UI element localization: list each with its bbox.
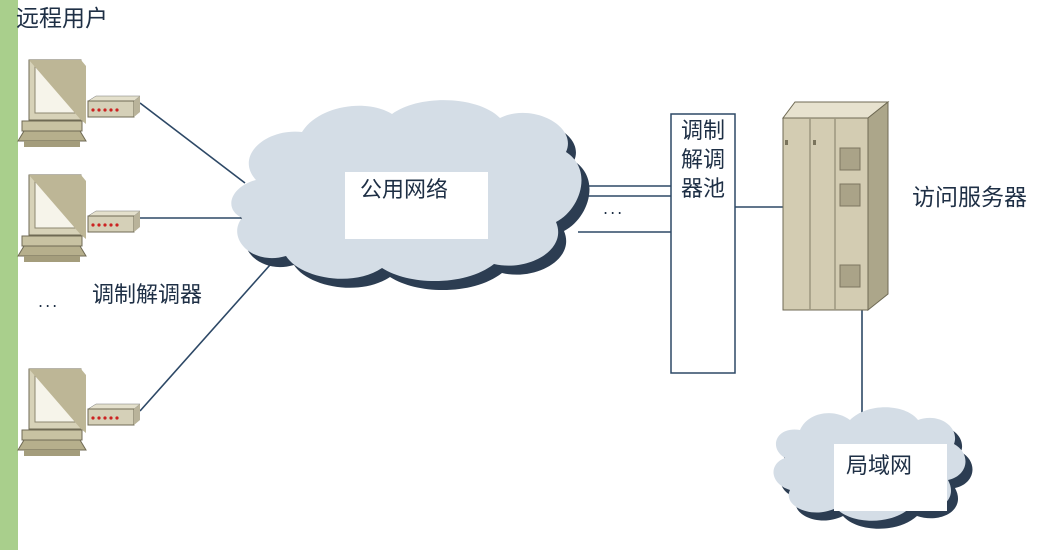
computer-icon (17, 174, 87, 263)
modem-icon (87, 403, 141, 426)
public-network-cloud-icon (231, 100, 590, 291)
connection-lines (139, 102, 863, 420)
server-icon (782, 100, 890, 312)
modem-label: 调制解调器 (92, 283, 203, 308)
sidebar-accent (0, 0, 18, 550)
public-network-label: 公用网络 (360, 178, 449, 203)
lan-cloud-icon (773, 407, 973, 529)
ellipsis-middle: ... (603, 199, 625, 218)
computer-icon (17, 59, 87, 148)
lan-label: 局域网 (846, 454, 913, 479)
ellipsis-left: ... (38, 292, 60, 311)
computer-icon (17, 368, 87, 457)
modem-icon (87, 95, 141, 118)
access-server-label: 访问服务器 (912, 185, 1027, 211)
modem-pool-label: 调制解调器池 (680, 119, 725, 202)
remote-users-label: 远程用户 (16, 6, 108, 32)
modem-pool-box (670, 113, 736, 374)
modem-icon (87, 210, 141, 233)
